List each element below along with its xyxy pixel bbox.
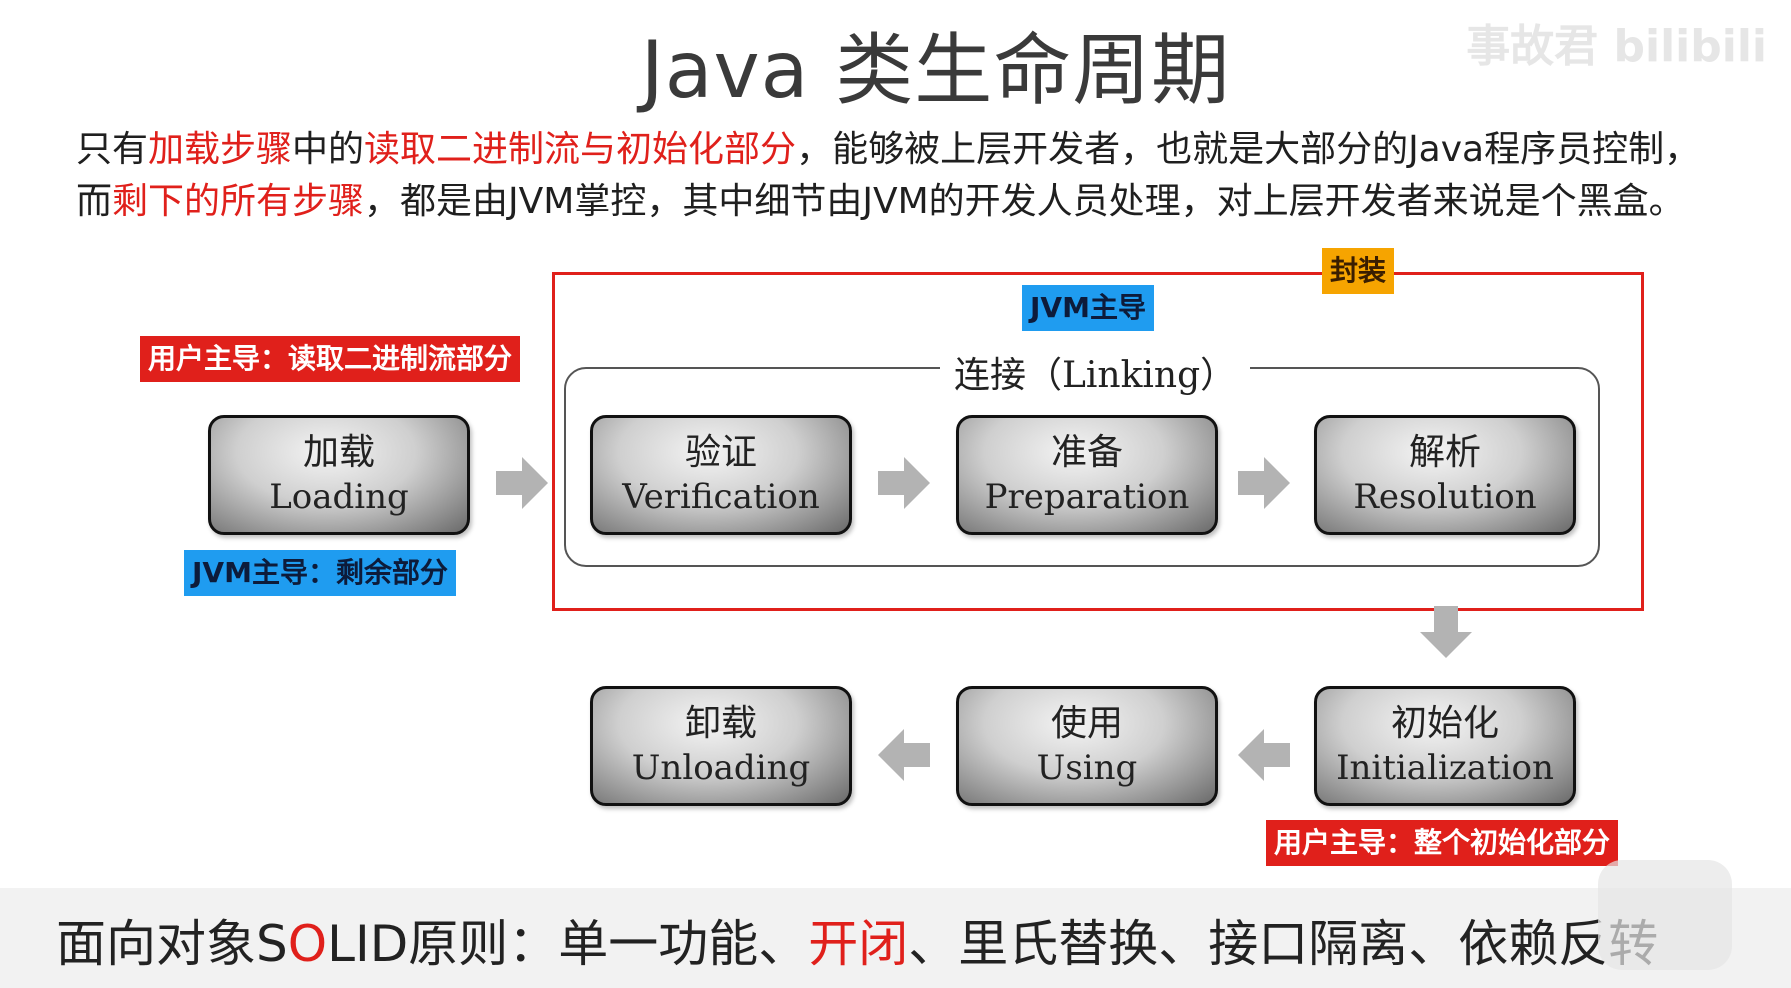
desc-segment-red: 读取二进制流与初始化部分: [364, 129, 797, 170]
desc-segment: ，都是由JVM掌控，其中细节由JVM的开发人员处理，对上层开发者来说是个黑盒。: [364, 181, 1685, 222]
stage-cn-label: 加载: [302, 432, 375, 473]
stage-using: 使用 Using: [956, 686, 1218, 806]
arrow-right-icon: [1238, 457, 1290, 509]
arrow-down-icon: [1420, 606, 1472, 658]
stage-en-label: Using: [1036, 748, 1138, 788]
description-line-1: 只有加载步骤中的读取二进制流与初始化部分，能够被上层开发者，也就是大部分的Jav…: [76, 120, 1700, 172]
user-lead-init-tag: 用户主导：整个初始化部分: [1266, 820, 1619, 866]
stage-cn-label: 卸载: [684, 703, 757, 744]
stage-cn-label: 初始化: [1390, 703, 1499, 744]
stage-cn-label: 验证: [684, 432, 757, 473]
stage-initialization: 初始化 Initialization: [1314, 686, 1576, 806]
solid-principles-caption: 面向对象SOLID原则：单一功能、开闭、里氏替换、接口隔离、依赖反转: [56, 904, 1658, 976]
stage-resolution: 解析 Resolution: [1314, 415, 1576, 535]
description-line-2: 而剩下的所有步骤，都是由JVM掌控，其中细节由JVM的开发人员处理，对上层开发者…: [76, 172, 1685, 224]
desc-segment: 只有: [76, 129, 149, 170]
bilibili-watermark: 事故君 bilibili: [1466, 21, 1767, 72]
desc-segment-red: 剩下的所有步骤: [112, 181, 365, 222]
arrow-left-icon: [878, 729, 930, 781]
solid-segment: 、里氏替换、接口隔离、依赖反转: [908, 915, 1659, 973]
stage-en-label: Preparation: [984, 477, 1190, 517]
arrow-right-icon: [878, 457, 930, 509]
stage-en-label: Loading: [269, 477, 409, 517]
stage-en-label: Resolution: [1353, 477, 1537, 517]
arrow-left-icon: [1238, 729, 1290, 781]
bilibili-tv-icon: [1598, 860, 1732, 970]
desc-segment: 而: [76, 181, 113, 222]
linking-label: 连接（Linking）: [940, 346, 1251, 398]
encapsulation-box: [552, 272, 1644, 611]
user-lead-load-tag: 用户主导：读取二进制流部分: [140, 336, 521, 382]
solid-segment: 面向对象S: [56, 915, 288, 973]
desc-segment-red: 加载步骤: [148, 129, 293, 170]
encapsulation-tag: 封装: [1322, 248, 1395, 294]
slide-title: Java 类生命周期: [640, 26, 1231, 116]
jvm-lead-rest-tag: JVM主导：剩余部分: [184, 550, 456, 596]
desc-segment: 中的: [292, 129, 365, 170]
desc-segment: ，能够被上层开发者，也就是大部分的Java程序员控制，: [796, 129, 1701, 170]
stage-cn-label: 使用: [1050, 703, 1123, 744]
stage-unloading: 卸载 Unloading: [590, 686, 852, 806]
stage-en-label: Initialization: [1336, 748, 1554, 788]
jvm-lead-tag: JVM主导: [1022, 285, 1154, 331]
solid-segment-red: 开闭: [808, 915, 909, 973]
stage-verification: 验证 Verification: [590, 415, 852, 535]
arrow-right-icon: [496, 457, 548, 509]
stage-cn-label: 解析: [1408, 432, 1481, 473]
stage-loading: 加载 Loading: [208, 415, 470, 535]
stage-en-label: Verification: [622, 477, 820, 517]
solid-segment-red: O: [287, 915, 328, 973]
bottom-caption-bar: [0, 888, 1791, 988]
stage-en-label: Unloading: [631, 748, 811, 788]
solid-segment: LID原则：单一功能、: [327, 915, 809, 973]
stage-cn-label: 准备: [1050, 432, 1123, 473]
stage-preparation: 准备 Preparation: [956, 415, 1218, 535]
